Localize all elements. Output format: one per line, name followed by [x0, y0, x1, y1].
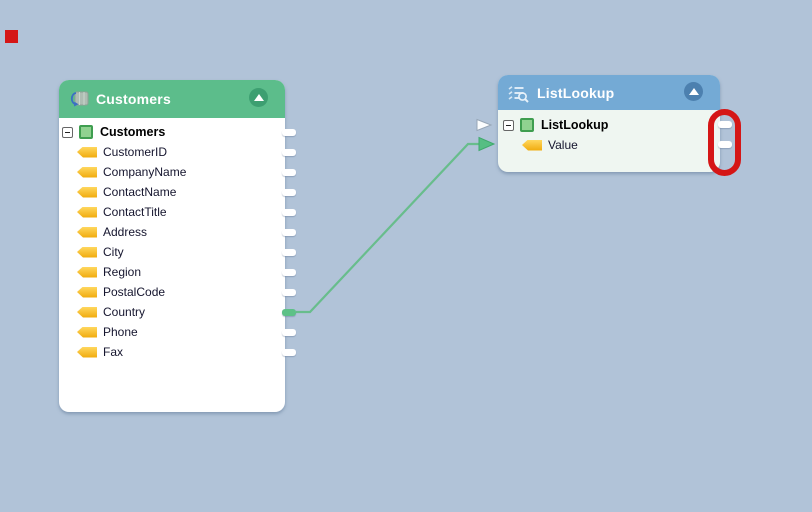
field-row[interactable]: ContactName: [59, 182, 285, 202]
field-label: Country: [103, 305, 146, 319]
field-tag-icon: [522, 139, 542, 151]
chevron-up-icon: [253, 93, 264, 101]
collapse-button[interactable]: [249, 88, 268, 107]
collapse-minus-icon[interactable]: [503, 119, 514, 131]
connector-stub[interactable]: [282, 148, 296, 156]
field-label: Address: [103, 225, 148, 239]
connector-stub-connected[interactable]: [282, 308, 296, 316]
connection-arrowhead-icon[interactable]: [478, 136, 496, 152]
root-label: Customers: [100, 125, 166, 139]
customers-title: Customers: [96, 91, 171, 107]
field-tag-icon: [77, 206, 97, 218]
customers-component[interactable]: Customers Customers CustomerID CompanyNam…: [59, 80, 296, 412]
connector-stub[interactable]: [282, 228, 296, 236]
connector-stub[interactable]: [282, 288, 296, 296]
field-tag-icon: [77, 306, 97, 318]
database-table-icon: [70, 91, 89, 107]
collapse-button[interactable]: [684, 82, 703, 101]
field-tag-icon: [77, 286, 97, 298]
connector-stub[interactable]: [282, 348, 296, 356]
field-label: City: [103, 245, 124, 259]
field-label: ContactName: [103, 185, 177, 199]
field-label: PostalCode: [103, 285, 166, 299]
input-arrow-icon[interactable]: [476, 118, 493, 132]
field-row[interactable]: City: [59, 242, 285, 262]
field-row[interactable]: Value: [498, 135, 720, 155]
field-row[interactable]: Phone: [59, 322, 285, 342]
connector-stub[interactable]: [282, 188, 296, 196]
connector-stub[interactable]: [282, 248, 296, 256]
table-node-icon: [520, 118, 534, 132]
field-tag-icon: [77, 166, 97, 178]
field-label: Region: [103, 265, 142, 279]
field-row[interactable]: CompanyName: [59, 162, 285, 182]
connector-stub[interactable]: [282, 128, 296, 136]
field-tag-icon: [77, 186, 97, 198]
field-row[interactable]: Fax: [59, 342, 285, 362]
field-row[interactable]: Country: [59, 302, 285, 322]
field-row[interactable]: CustomerID: [59, 142, 285, 162]
listlookup-header[interactable]: ListLookup: [498, 75, 720, 110]
connector-stub[interactable]: [282, 208, 296, 216]
field-tag-icon: [77, 346, 97, 358]
collapse-minus-icon[interactable]: [62, 126, 73, 138]
tree-root-customers[interactable]: Customers: [59, 122, 285, 142]
field-row[interactable]: Address: [59, 222, 285, 242]
listlookup-component[interactable]: ListLookup ListLookup Value: [498, 75, 732, 172]
connector-stub[interactable]: [718, 140, 732, 148]
field-row[interactable]: PostalCode: [59, 282, 285, 302]
customers-header[interactable]: Customers: [59, 80, 285, 118]
field-row[interactable]: ContactTitle: [59, 202, 285, 222]
chevron-up-icon: [688, 87, 699, 95]
listlookup-field-list: Value: [498, 135, 720, 155]
connector-stub[interactable]: [282, 268, 296, 276]
red-highlight-oval: [708, 109, 741, 176]
field-label: CompanyName: [103, 165, 187, 179]
field-label: Fax: [103, 345, 124, 359]
field-tag-icon: [77, 266, 97, 278]
field-tag-icon: [77, 226, 97, 238]
list-lookup-icon: [508, 85, 529, 103]
field-label: Value: [548, 138, 578, 152]
field-label: Phone: [103, 325, 138, 339]
field-tag-icon: [77, 326, 97, 338]
tree-root-listlookup[interactable]: ListLookup: [498, 115, 720, 135]
listlookup-title: ListLookup: [537, 84, 615, 101]
connector-stub[interactable]: [282, 168, 296, 176]
connector-stub[interactable]: [282, 328, 296, 336]
field-tag-icon: [77, 246, 97, 258]
field-label: CustomerID: [103, 145, 168, 159]
field-row[interactable]: Region: [59, 262, 285, 282]
table-node-icon: [79, 125, 93, 139]
field-label: ContactTitle: [103, 205, 167, 219]
connection-line[interactable]: [296, 142, 479, 314]
field-tag-icon: [77, 146, 97, 158]
root-label: ListLookup: [541, 118, 609, 132]
red-corner-marker: [5, 30, 18, 43]
